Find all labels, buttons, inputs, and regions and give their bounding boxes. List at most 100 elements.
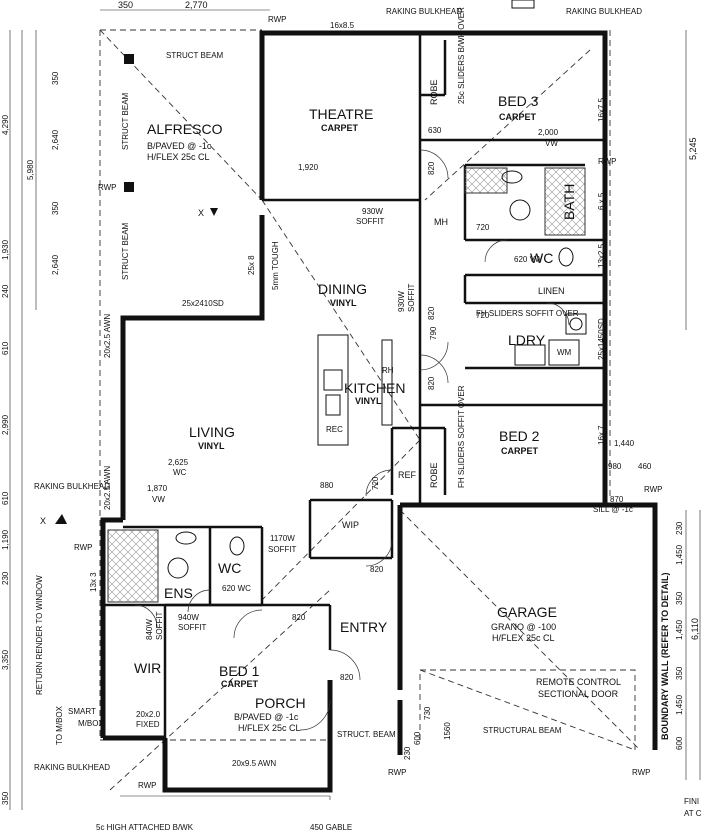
remote-line2: SECTIONAL DOOR	[538, 689, 619, 699]
alfresco-line2: H/FLEX 25c CL	[147, 152, 210, 162]
dim-870: 870	[610, 495, 624, 504]
mbox-label: M/BOX	[78, 719, 104, 728]
raking-bulkhead-top: RAKING BULKHEAD	[386, 7, 462, 16]
struct-beam-left: STRUCT BEAM	[121, 92, 130, 150]
bath-tiles	[107, 167, 586, 603]
dim-6x5: 6 x 5	[597, 192, 606, 210]
dim-left-1190: 1,190	[1, 529, 10, 550]
dim-right-6110: 6,110	[690, 618, 700, 640]
smart-label: SMART	[68, 707, 96, 716]
dim-2625: 2,625	[168, 458, 189, 467]
garage-label: GARAGE	[497, 604, 557, 620]
dim-right-230: 230	[675, 521, 684, 535]
dim-720b: 720	[476, 311, 490, 320]
dim-left-610b: 610	[1, 491, 10, 505]
dim-1870: 1,870	[147, 484, 168, 493]
dim-16x85: 16x8.5	[330, 21, 355, 30]
dim-940w: 940W	[178, 613, 199, 622]
dim-20x25awn: 20x2.5 AWN	[103, 314, 112, 358]
dim-1170w: 1170W	[270, 534, 295, 543]
dim-vw2: VW	[152, 495, 165, 504]
bathroom-fixtures	[167, 170, 587, 579]
rwp-left2: RWP	[74, 543, 93, 552]
dim-wc: WC	[173, 468, 187, 477]
dim-820b: 820	[427, 376, 436, 390]
bed2-label: BED 2	[499, 428, 540, 444]
bed3-label: BED 3	[498, 93, 539, 109]
ens-label: ENS	[164, 585, 193, 601]
dim-25x1450sd: 25x1450SD	[597, 318, 606, 360]
rwp-top: RWP	[268, 15, 287, 24]
kitchen-island	[317, 334, 393, 446]
dim-20x20: 20x2.0	[136, 710, 161, 719]
dim-620vw: 620 VW	[514, 255, 543, 264]
rwp-right: RWP	[598, 157, 617, 166]
raking-bulkhead-bottom: RAKING BULKHEAD	[34, 763, 110, 772]
raking-bulkhead-left: RAKING BULKHEAD	[34, 482, 110, 491]
fh-sliders-ldry-label: FH SLIDERS SOFFIT OVER	[476, 309, 579, 318]
dim-25x8: 25x 8	[247, 255, 256, 275]
dim-right-1450c: 1,450	[675, 694, 684, 715]
remote-line1: REMOTE CONTROL	[536, 677, 621, 687]
dim-880: 880	[320, 481, 334, 490]
dim-820a: 820	[427, 161, 436, 175]
bed1-label: BED 1	[219, 663, 260, 679]
dim-630: 630	[428, 126, 442, 135]
dim-20x95: 20x9.5 AWN	[232, 759, 276, 768]
dim-left-1930: 1,930	[1, 239, 10, 260]
dim-620wc: 620 WC	[222, 584, 251, 593]
porch-label: PORCH	[255, 695, 306, 711]
struct-beam-entry: STRUCT. BEAM	[337, 730, 396, 739]
x-markers	[55, 0, 535, 524]
dim-left-2640: 2,640	[51, 129, 60, 150]
living-finish: VINYL	[198, 441, 225, 451]
fh-sliders-label: FH SLIDERS SOFFIT OVER	[457, 385, 466, 488]
dim-600-garage: 600	[413, 731, 422, 745]
dim-vw: VW	[545, 139, 558, 148]
raking-bulkhead-top-right: RAKING BULKHEAD	[566, 7, 642, 16]
dim-980: 980	[608, 462, 622, 471]
wc1-label: WC	[218, 560, 241, 576]
dim-left-350c: 350	[1, 791, 10, 805]
wip-label: WIP	[342, 520, 359, 530]
linen-label: LINEN	[538, 286, 565, 296]
porch-line2: H/FLEX 25c CL	[238, 723, 301, 733]
dining-finish: VINYL	[330, 298, 357, 308]
rwp-bottom-left: RWP	[138, 781, 157, 790]
boundary-wall-label: BOUNDARY WALL (REFER TO DETAIL)	[660, 572, 670, 740]
rwp-bottom-right: RWP	[632, 768, 651, 777]
dim-left-610: 610	[1, 341, 10, 355]
dim-930w: 930W	[362, 207, 383, 216]
dimension-lines	[9, 9, 701, 810]
dim-right-1450b: 1,450	[675, 619, 684, 640]
attached-bwk-label: 5c HIGH ATTACHED B/WK	[96, 823, 194, 832]
sliders-bwk-label: 25c SLIDERS B/WK OVER	[457, 7, 466, 104]
roof-outline	[99, 29, 641, 791]
porch-line1: B/PAVED @ -1c	[234, 712, 299, 722]
return-render-label: RETURN RENDER TO WINDOW	[35, 575, 44, 695]
dim-left-2640b: 2,640	[51, 254, 60, 275]
bed1-finish: CARPET	[221, 679, 259, 689]
door-swings	[134, 149, 570, 731]
rwp-bottom: RWP	[388, 768, 407, 777]
gable-label: 450 GABLE	[310, 823, 352, 832]
rh-label: RH	[382, 366, 394, 375]
robe1-label: ROBE	[429, 79, 439, 105]
interior-walls	[103, 33, 605, 738]
entry-label: ENTRY	[340, 619, 388, 635]
dim-soffit3: SOFFIT	[268, 545, 297, 554]
dim-left-3350: 3,350	[1, 649, 10, 670]
alfresco-label: ALFRESCO	[147, 121, 223, 137]
at-note: AT C	[684, 809, 702, 818]
dim-820f: 820	[340, 673, 354, 682]
structural-beam-label: STRUCTURAL BEAM	[483, 726, 562, 735]
dim-1440: 1,440	[614, 439, 635, 448]
x-mark-alfresco: X	[198, 208, 204, 218]
robe2-label: ROBE	[429, 462, 439, 488]
dim-right-600: 600	[675, 736, 684, 750]
wc2-label: WC	[530, 250, 553, 266]
theatre-finish: CARPET	[321, 123, 359, 133]
mh-label: MH	[434, 217, 448, 227]
dim-16x7: 16x 7	[597, 425, 606, 445]
dim-right-350b: 350	[675, 591, 684, 605]
